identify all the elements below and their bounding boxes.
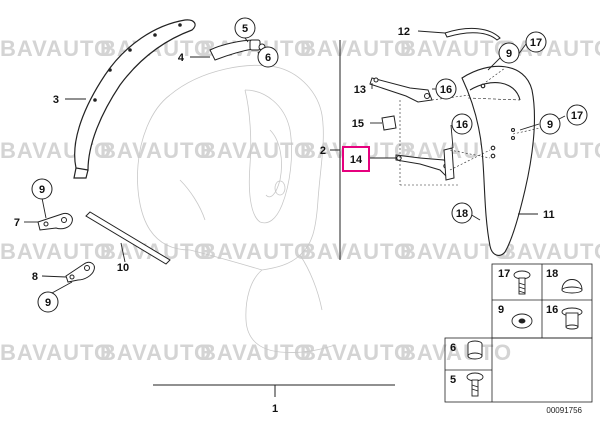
part-10-strip: [85, 211, 171, 265]
part-15-pad: [381, 115, 397, 131]
grommet-16-icon: [561, 307, 583, 330]
svg-text:5: 5: [242, 23, 248, 35]
label-7[interactable]: 7: [14, 217, 20, 229]
callout-17-top[interactable]: 17: [525, 31, 547, 53]
grid-label-6[interactable]: 6: [450, 342, 456, 354]
part-13-bracket: [369, 77, 433, 103]
watermark-text: BAVAUTO: [100, 340, 212, 365]
label-4[interactable]: 4: [178, 52, 185, 64]
watermark-text: BAVAUTO: [300, 239, 412, 264]
callout-9-right-mid[interactable]: 9: [539, 113, 561, 135]
svg-text:9: 9: [547, 119, 553, 131]
group-2-bracket: [330, 40, 341, 260]
dome-cap-18-icon: [561, 279, 583, 294]
highlight-box: [342, 146, 370, 172]
watermark-text: BAVAUTO: [0, 239, 112, 264]
callout-18[interactable]: 18: [451, 202, 473, 224]
label-1[interactable]: 1: [272, 403, 278, 415]
grid-label-5[interactable]: 5: [450, 374, 456, 386]
watermark-text: BAVAUTO: [100, 138, 212, 163]
watermark-text: BAVAUTO: [200, 239, 312, 264]
grid-label-9[interactable]: 9: [498, 304, 504, 316]
label-10[interactable]: 10: [117, 262, 129, 274]
watermark-text: BAVAUTO: [0, 138, 112, 163]
svg-text:16: 16: [456, 119, 468, 131]
callout-5[interactable]: 5: [234, 17, 256, 39]
watermark-text: BAVAUTO: [0, 36, 112, 61]
washer-9-icon: [511, 313, 533, 329]
label-12[interactable]: 12: [398, 26, 410, 38]
label-15[interactable]: 15: [352, 118, 364, 130]
svg-text:16: 16: [440, 84, 452, 96]
grid-label-17[interactable]: 17: [498, 268, 510, 280]
label-2[interactable]: 2: [320, 145, 326, 157]
assembly-lines: [399, 67, 541, 186]
group-1-baseline: [153, 384, 395, 397]
svg-text:17: 17: [530, 37, 542, 49]
watermark-text: BAVAUTO: [0, 340, 112, 365]
callout-6[interactable]: 6: [257, 46, 279, 68]
nut-6-icon: [467, 340, 483, 360]
callout-9-left-bottom[interactable]: 9: [37, 291, 59, 313]
part-7-clamp: [37, 213, 73, 231]
watermark-text: BAVAUTO: [200, 138, 312, 163]
label-11[interactable]: 11: [543, 209, 555, 221]
callout-17-right[interactable]: 17: [566, 104, 588, 126]
callout-9-right-top[interactable]: 9: [498, 42, 520, 64]
label-13[interactable]: 13: [354, 84, 366, 96]
watermark-text: BAVAUTO: [400, 340, 512, 365]
label-8[interactable]: 8: [32, 271, 38, 283]
watermark-text: BAVAUTO: [300, 36, 412, 61]
callout-9-left-top[interactable]: 9: [31, 178, 53, 200]
svg-text:9: 9: [39, 184, 45, 196]
part-3-strip: [73, 19, 196, 179]
watermark-text: BAVAUTO: [300, 340, 412, 365]
part-11-fender: [461, 65, 536, 256]
motorcycle-body-outline: [137, 64, 336, 353]
callout-16-mid[interactable]: 16: [451, 113, 473, 135]
part-8-clamp: [65, 261, 95, 283]
svg-text:9: 9: [506, 48, 512, 60]
svg-text:18: 18: [456, 208, 468, 220]
callout-16-top[interactable]: 16: [435, 78, 457, 100]
callouts: 5 6 9 9 9 9 16 16: [31, 17, 588, 313]
hardware-grid: [444, 263, 593, 403]
reference-code: 00091756: [546, 406, 582, 415]
screw-17-icon: [513, 270, 531, 295]
watermark-text: BAVAUTO: [500, 239, 600, 264]
grid-label-18[interactable]: 18: [546, 268, 558, 280]
watermark-layer: BAVAUTO BAVAUTO BAVAUTO BAVAUTO BAVAUTO …: [0, 36, 600, 365]
watermark-text: BAVAUTO: [400, 36, 512, 61]
part-12-bar: [444, 27, 501, 41]
plain-labels: 3 4 7 8 10 12 13 15 2 11 1: [14, 26, 555, 415]
svg-text:9: 9: [45, 297, 51, 309]
svg-text:17: 17: [571, 110, 583, 122]
label-3[interactable]: 3: [53, 94, 59, 106]
svg-text:6: 6: [265, 52, 271, 64]
part-14-bracket: [395, 147, 455, 181]
screw-5-icon: [466, 372, 484, 397]
hardware-grid-labels: 17 18 9 16 6 5: [450, 268, 558, 386]
grid-label-16[interactable]: 16: [546, 304, 558, 316]
svg-text:14: 14: [350, 154, 363, 166]
highlight-14[interactable]: 14: [342, 146, 370, 172]
